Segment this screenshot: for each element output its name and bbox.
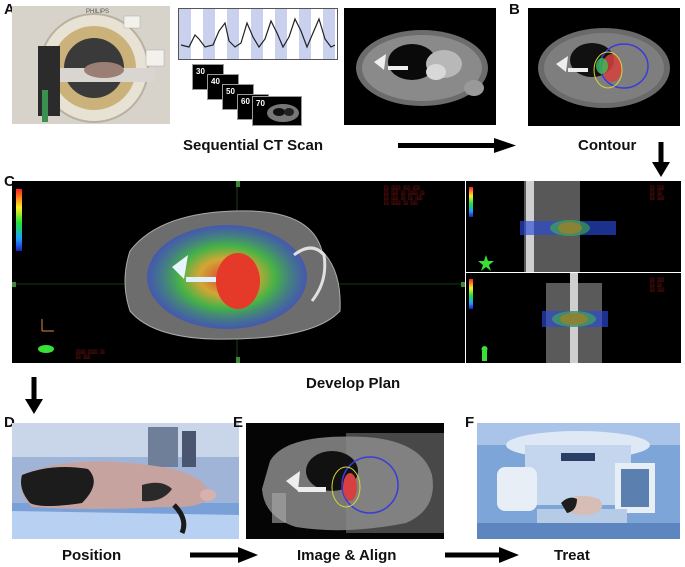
- ct-frame: 70: [252, 96, 302, 126]
- panel-letter-b: B: [509, 1, 520, 18]
- caption-sequential-ct: Sequential CT Scan: [183, 137, 324, 154]
- arrow-to-contour: [398, 138, 516, 153]
- caption-contour: Contour: [578, 137, 637, 154]
- contour-ct-image: [528, 8, 680, 126]
- scanner-brand-label: PHILIPS: [86, 9, 110, 15]
- caption-develop-plan: Develop Plan: [306, 375, 401, 392]
- treatment-linac-photo: [477, 423, 680, 539]
- arrow-to-treat: [445, 547, 519, 563]
- panel-letter-f: F: [465, 414, 475, 431]
- caption-position: Position: [62, 547, 122, 564]
- ct-scanner-photo: PHILIPS: [12, 6, 170, 124]
- ct-slice-image: [344, 8, 496, 125]
- panel-letter-e: E: [233, 414, 244, 431]
- positioning-photo: [12, 423, 239, 539]
- arrow-to-image-align: [190, 547, 258, 563]
- caption-image-align: Image & Align: [297, 547, 397, 564]
- image-align-ct: [246, 423, 444, 539]
- dose-plan-sagittal: ░░ ░░░░░ ░░░░ ░░░: [466, 273, 681, 363]
- dose-plan-coronal: ░░ ░░░░░ ░░░░ ░░░: [466, 181, 681, 272]
- caption-treat: Treat: [554, 547, 590, 564]
- panel-letter-a: A: [4, 1, 15, 18]
- arrow-to-plan: [652, 142, 670, 177]
- arrow-to-position: [25, 377, 43, 414]
- panel-letter-d: D: [4, 414, 15, 431]
- dose-plan-axial: ░░ ░░░░ ░░░ ░░░░░ ░░░ ░░ ░░░░ ░░░░ ░░░ ░…: [12, 181, 465, 363]
- panel-letter-c: C: [4, 173, 15, 190]
- breathing-trace-panel: [178, 8, 338, 60]
